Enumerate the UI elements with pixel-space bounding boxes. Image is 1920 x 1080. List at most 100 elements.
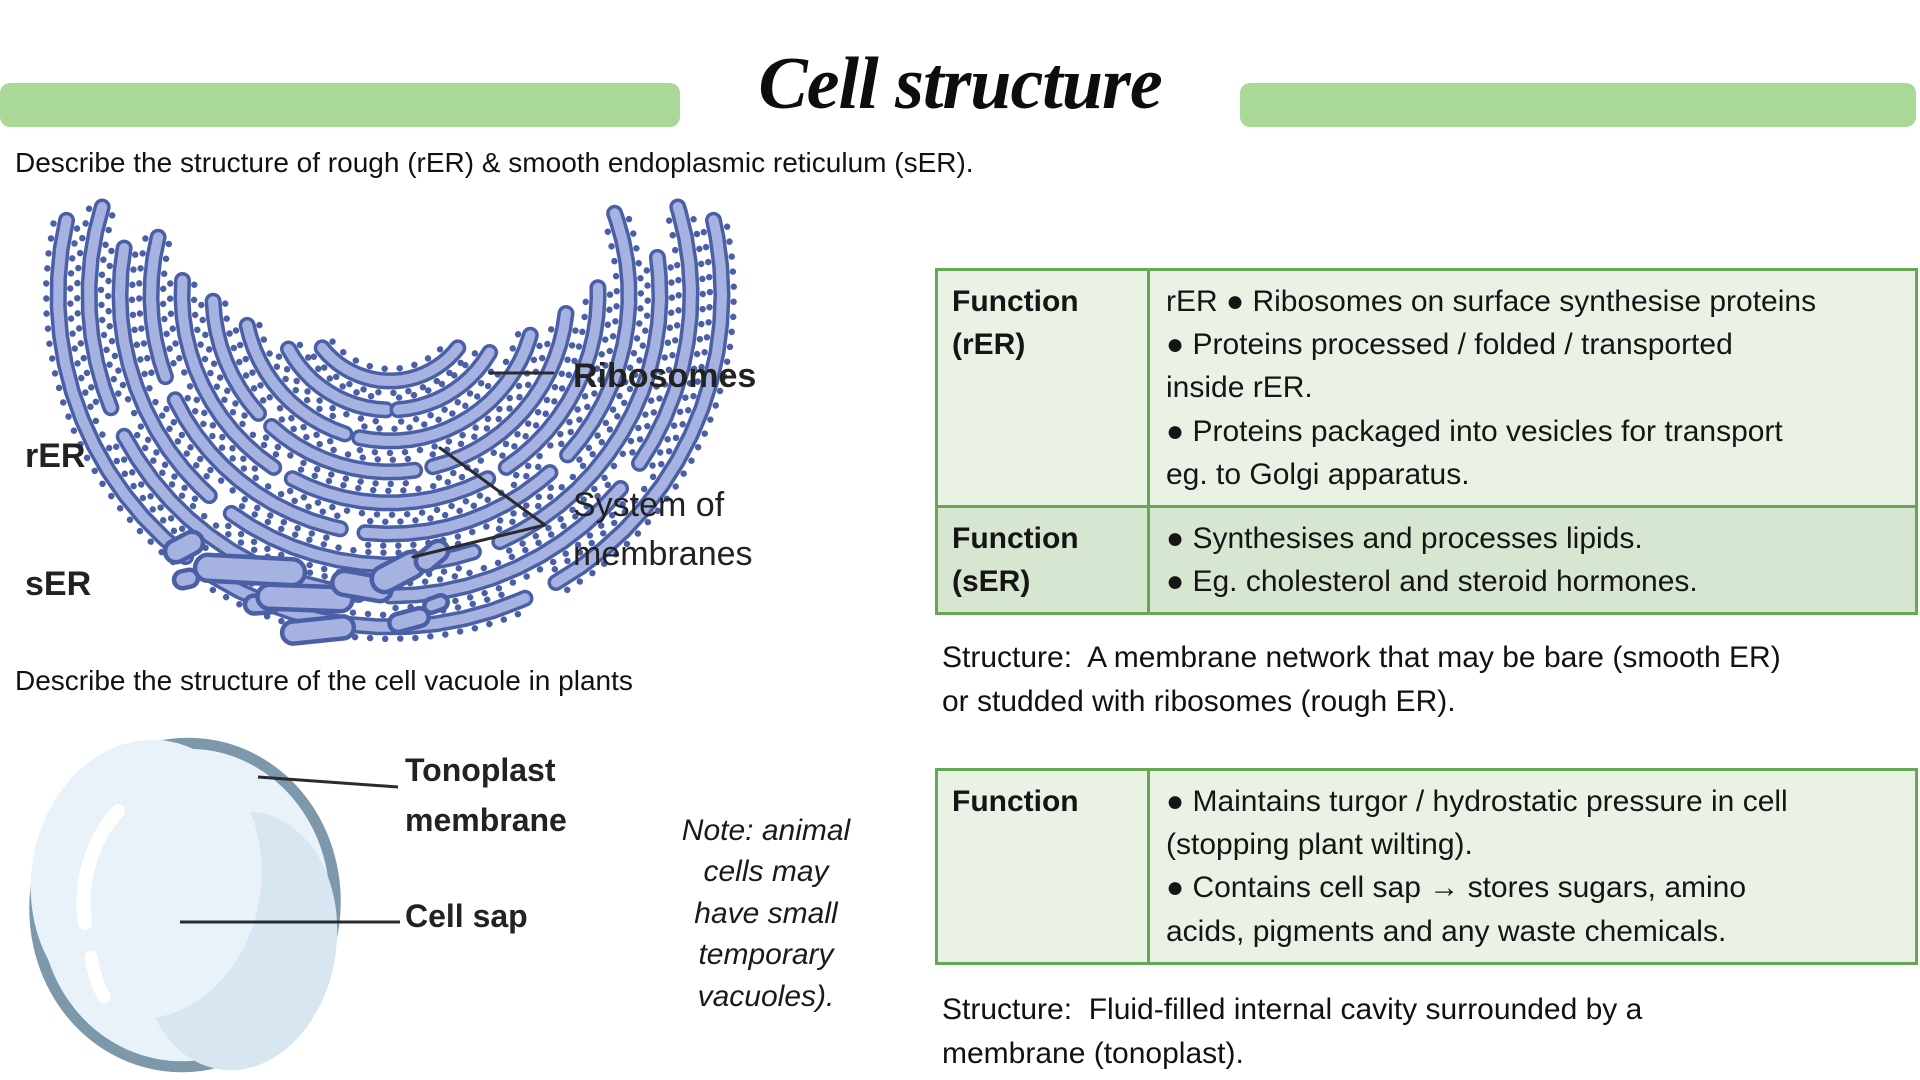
- er-membrane-band: [564, 220, 738, 594]
- er-membrane-band: [84, 202, 116, 413]
- vacuole-highlight-small: [84, 950, 111, 1004]
- er-label-ribosomes: Ribosomes: [573, 357, 757, 395]
- er-membrane-band: [266, 421, 420, 477]
- question-vacuole: Describe the structure of the cell vacuo…: [15, 665, 633, 696]
- bullet-item: ● Proteins processed / folded / transpor…: [1166, 328, 1733, 405]
- er-membrane-band: [296, 341, 388, 402]
- er-membrane-band: [238, 503, 469, 557]
- er-membrane-band: [262, 434, 417, 488]
- table-row-ser: Function (sER) ● Synthesises and process…: [938, 504, 1915, 613]
- vacuole-label-tonoplast: Tonoplast membrane: [405, 752, 567, 838]
- ser-vesicle-blob: [387, 605, 431, 635]
- er-membrane-band: [134, 431, 358, 585]
- er-label-system-of-membranes: System of membranes: [573, 486, 753, 574]
- vacuole-label-cellsap: Cell sap: [405, 898, 528, 934]
- er-membrane-band: [629, 212, 682, 456]
- tonoplast-pointer-line: [257, 775, 399, 789]
- er-membrane-band: [395, 344, 482, 401]
- title-bar-left: [0, 83, 680, 127]
- ser-vesicle-blob: [413, 538, 451, 574]
- er-membrane-band: [397, 357, 503, 425]
- er-membrane-band: [222, 300, 269, 407]
- ser-vesicle-blob: [192, 552, 308, 588]
- er-membrane-band: [222, 566, 519, 619]
- er-membrane-band: [73, 205, 101, 411]
- table-row-vacuole: Function ● Maintains turgor / hydrostati…: [938, 771, 1915, 962]
- er-membrane-band: [634, 202, 696, 469]
- er-membrane-band: [278, 416, 414, 464]
- bullet-item: rER ● Ribosomes on surface synthesise pr…: [1166, 285, 1817, 318]
- er-membrane-band: [551, 215, 727, 588]
- er-membrane-band: [494, 252, 665, 547]
- er-membrane-band: [506, 257, 676, 554]
- bullet-item: ● Contains cell sap → stores sugars, ami…: [1166, 871, 1747, 948]
- bullet-item: ● Maintains turgor / hydrostatic pressur…: [1166, 785, 1788, 862]
- ser-vesicle-blob: [162, 529, 206, 565]
- er-membrane-band: [283, 344, 391, 415]
- er-membrane-band: [649, 205, 706, 469]
- er-membrane-band: [360, 467, 555, 539]
- er-membrane-band: [385, 483, 626, 601]
- er-membrane-band: [576, 210, 645, 463]
- vacuole-diagram: [29, 737, 400, 1073]
- animal-cell-note: Note: animal cells may have small tempor…: [681, 814, 851, 1013]
- vacuole-structure-text: Structure: Fluid-filled internal cavity …: [942, 993, 1643, 1070]
- er-membrane-band: [163, 405, 337, 543]
- er-membrane-band: [286, 487, 494, 519]
- bullet-item: ● Synthesises and processes lipids.: [1166, 521, 1643, 555]
- er-membrane-band: [364, 481, 558, 550]
- ser-vesicle-blob: [279, 614, 357, 646]
- er-membrane-band: [551, 225, 714, 573]
- vacuole-function-table: Function ● Maintains turgor / hydrostati…: [935, 768, 1918, 965]
- er-membrane-band: [242, 320, 350, 439]
- content-cell-function-rer: rER ● Ribosomes on surface synthesise pr…: [1150, 271, 1915, 505]
- er-membrane-band: [562, 208, 634, 460]
- header-cell-function-rer: Function (rER): [938, 271, 1150, 505]
- er-membrane-band: [558, 217, 621, 448]
- er-label-ser: sER: [25, 565, 92, 603]
- er-membrane-band: [317, 342, 463, 386]
- content-cell-function-vacuole: ● Maintains turgor / hydrostatic pressur…: [1150, 771, 1915, 962]
- er-membrane-band: [208, 296, 264, 419]
- ser-vesicle-blob: [422, 593, 450, 615]
- er-membrane-band: [170, 394, 346, 534]
- title-bar-right: [1240, 83, 1916, 127]
- er-membrane-band: [184, 394, 343, 520]
- er-membrane-band: [209, 586, 528, 643]
- content-cell-function-ser: ● Synthesises and processes lipids. ● Eg…: [1150, 508, 1915, 612]
- er-membrane-band: [97, 212, 124, 402]
- vacuole-sap-area: [30, 739, 262, 1019]
- er-membrane-band: [177, 275, 279, 473]
- er-membrane-band: [128, 251, 218, 487]
- bullet-item: ● Eg. cholesterol and steroid hormones.: [1166, 565, 1698, 599]
- header-cell-function-vacuole: Function: [938, 771, 1150, 962]
- er-membrane-band: [287, 473, 493, 508]
- er-function-table: Function (rER) rER ● Ribosomes on surfac…: [935, 268, 1918, 616]
- er-membrane-band: [297, 466, 483, 495]
- er-membrane-band: [427, 308, 571, 472]
- er-diagram: [43, 198, 738, 646]
- er-membrane-band: [53, 215, 191, 562]
- er-membrane-band: [146, 232, 171, 382]
- ser-vesicle-blob: [255, 582, 355, 614]
- er-membrane-band: [391, 481, 612, 588]
- er-membrane-band: [361, 331, 522, 433]
- header-cell-function-ser: Function (sER): [938, 507, 1150, 613]
- er-membrane-band: [354, 330, 536, 446]
- er-membrane-band: [310, 353, 470, 397]
- vacuole-highlight: [76, 804, 125, 930]
- er-membrane-band: [429, 311, 557, 458]
- er-membrane-band: [367, 463, 543, 526]
- er-membrane-band: [115, 243, 215, 501]
- er-membrane-band: [232, 327, 342, 448]
- er-membrane-band: [136, 235, 156, 380]
- bullet-item: ● Proteins packaged into vesicles for tr…: [1166, 414, 1783, 491]
- page-title: Cell structure: [758, 43, 1162, 125]
- er-membrane-band: [190, 281, 281, 459]
- er-structure-text: Structure: A membrane network that may b…: [942, 641, 1781, 718]
- er-membrane-band: [67, 225, 192, 547]
- er-membrane-band: [501, 282, 603, 473]
- er-membrane-band: [43, 220, 177, 566]
- table-row-rer: Function (rER) rER ● Ribosomes on surfac…: [938, 271, 1915, 505]
- question-er: Describe the structure of rough (rER) & …: [15, 147, 974, 178]
